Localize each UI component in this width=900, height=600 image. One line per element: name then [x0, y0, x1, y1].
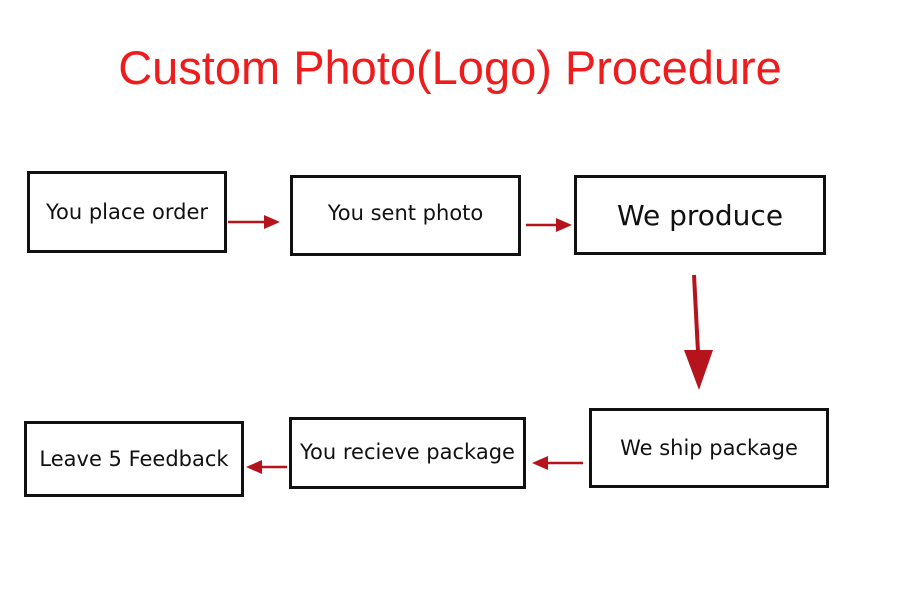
step-label: Leave 5 Feedback	[39, 447, 229, 471]
step-feedback-box: Leave 5 Feedback	[24, 421, 244, 497]
arrow-down-icon	[684, 274, 713, 390]
arrow-left-icon	[246, 460, 287, 474]
step-label: We produce	[616, 198, 784, 232]
step-label: You sent photo	[327, 200, 484, 225]
step-label: You place order	[45, 200, 209, 224]
step-label: We ship package	[620, 436, 798, 460]
step-produce-box: We produce	[574, 175, 826, 255]
step-label: You recieve package	[300, 440, 515, 464]
arrow-right-icon	[228, 215, 280, 229]
arrow-left-icon	[532, 456, 583, 470]
step-ship-package-box: We ship package	[589, 408, 829, 488]
step-send-photo-box: You sent photo	[290, 175, 521, 256]
step-place-order-box: You place order	[27, 171, 227, 253]
step-receive-package-box: You recieve package	[289, 417, 526, 489]
arrow-right-icon	[526, 218, 572, 232]
diagram-title: Custom Photo(Logo) Procedure	[118, 41, 782, 94]
